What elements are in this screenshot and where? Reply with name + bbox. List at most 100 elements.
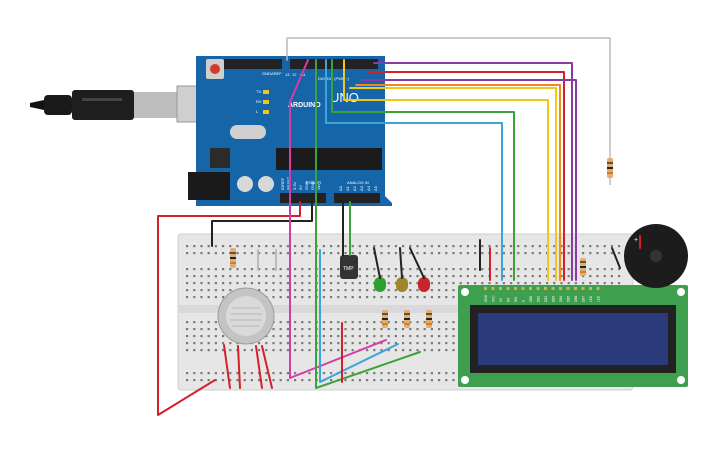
breadboard-hole[interactable] [610, 245, 613, 248]
breadboard-hole[interactable] [294, 342, 297, 345]
breadboard-hole[interactable] [193, 282, 196, 285]
breadboard-hole[interactable] [229, 349, 232, 352]
breadboard-hole[interactable] [243, 268, 246, 271]
breadboard-hole[interactable] [344, 379, 347, 382]
wire-pink[interactable] [289, 59, 387, 379]
breadboard-hole[interactable] [243, 379, 246, 382]
breadboard-hole[interactable] [394, 335, 397, 338]
breadboard-hole[interactable] [409, 275, 412, 278]
breadboard-hole[interactable] [322, 245, 325, 248]
breadboard-hole[interactable] [589, 268, 592, 271]
breadboard-hole[interactable] [229, 268, 232, 271]
breadboard-hole[interactable] [402, 321, 405, 324]
breadboard-hole[interactable] [200, 372, 203, 375]
breadboard-hole[interactable] [452, 335, 455, 338]
breadboard-hole[interactable] [560, 282, 563, 285]
breadboard-hole[interactable] [258, 252, 261, 255]
breadboard-hole[interactable] [265, 252, 268, 255]
breadboard-hole[interactable] [596, 252, 599, 255]
lcd-pin[interactable] [551, 287, 555, 290]
breadboard-hole[interactable] [452, 372, 455, 375]
breadboard-hole[interactable] [394, 289, 397, 292]
breadboard-hole[interactable] [207, 275, 210, 278]
breadboard-hole[interactable] [286, 342, 289, 345]
breadboard-hole[interactable] [214, 252, 217, 255]
breadboard-hole[interactable] [193, 268, 196, 271]
breadboard-hole[interactable] [222, 342, 225, 345]
wire-red-d[interactable] [367, 71, 565, 281]
breadboard-hole[interactable] [337, 282, 340, 285]
breadboard-hole[interactable] [510, 275, 513, 278]
breadboard-hole[interactable] [258, 379, 261, 382]
breadboard-hole[interactable] [330, 349, 333, 352]
breadboard-hole[interactable] [366, 275, 369, 278]
breadboard-hole[interactable] [603, 282, 606, 285]
breadboard-hole[interactable] [258, 349, 261, 352]
breadboard-hole[interactable] [387, 321, 390, 324]
breadboard-hole[interactable] [466, 252, 469, 255]
breadboard-hole[interactable] [560, 245, 563, 248]
breadboard-hole[interactable] [366, 296, 369, 299]
temperature-sensor-tmp36[interactable]: TMP [340, 255, 358, 279]
breadboard-hole[interactable] [186, 379, 189, 382]
breadboard-hole[interactable] [294, 296, 297, 299]
breadboard-hole[interactable] [366, 252, 369, 255]
wire-red-gas2[interactable] [237, 345, 241, 389]
breadboard-hole[interactable] [214, 372, 217, 375]
breadboard-hole[interactable] [351, 245, 354, 248]
breadboard-hole[interactable] [394, 282, 397, 285]
breadboard-hole[interactable] [265, 342, 268, 345]
breadboard-hole[interactable] [308, 296, 311, 299]
breadboard-hole[interactable] [322, 372, 325, 375]
breadboard-hole[interactable] [344, 252, 347, 255]
breadboard-hole[interactable] [236, 275, 239, 278]
breadboard-hole[interactable] [567, 245, 570, 248]
breadboard-hole[interactable] [394, 321, 397, 324]
resistor-3[interactable] [404, 310, 410, 328]
breadboard-hole[interactable] [438, 252, 441, 255]
breadboard-hole[interactable] [546, 282, 549, 285]
breadboard-hole[interactable] [409, 282, 412, 285]
breadboard-hole[interactable] [279, 252, 282, 255]
breadboard-hole[interactable] [258, 282, 261, 285]
wire-red-gas4[interactable] [261, 345, 273, 389]
breadboard-hole[interactable] [459, 275, 462, 278]
breadboard-hole[interactable] [430, 275, 433, 278]
breadboard-hole[interactable] [618, 245, 621, 248]
breadboard-hole[interactable] [186, 275, 189, 278]
breadboard-hole[interactable] [373, 349, 376, 352]
breadboard-hole[interactable] [322, 282, 325, 285]
breadboard-hole[interactable] [193, 245, 196, 248]
breadboard-hole[interactable] [589, 282, 592, 285]
breadboard-hole[interactable] [459, 282, 462, 285]
breadboard-hole[interactable] [366, 372, 369, 375]
breadboard-hole[interactable] [207, 342, 210, 345]
resistor-5[interactable] [580, 258, 586, 276]
breadboard-hole[interactable] [445, 335, 448, 338]
breadboard-hole[interactable] [531, 282, 534, 285]
breadboard-hole[interactable] [574, 282, 577, 285]
breadboard-hole[interactable] [243, 282, 246, 285]
breadboard-hole[interactable] [207, 268, 210, 271]
breadboard-hole[interactable] [193, 321, 196, 324]
breadboard-hole[interactable] [394, 379, 397, 382]
breadboard-hole[interactable] [186, 245, 189, 248]
breadboard-hole[interactable] [596, 245, 599, 248]
breadboard-hole[interactable] [344, 372, 347, 375]
breadboard-hole[interactable] [488, 282, 491, 285]
breadboard-hole[interactable] [553, 268, 556, 271]
breadboard-hole[interactable] [358, 379, 361, 382]
breadboard-hole[interactable] [330, 321, 333, 324]
wire-green-a[interactable] [315, 59, 421, 389]
breadboard-hole[interactable] [344, 289, 347, 292]
breadboard-hole[interactable] [452, 328, 455, 331]
breadboard-hole[interactable] [250, 349, 253, 352]
wire-yellow-1[interactable] [349, 87, 557, 281]
breadboard-hole[interactable] [214, 342, 217, 345]
breadboard-hole[interactable] [214, 275, 217, 278]
breadboard-hole[interactable] [193, 335, 196, 338]
wire-purple-2[interactable] [361, 79, 577, 281]
breadboard-hole[interactable] [351, 328, 354, 331]
breadboard-hole[interactable] [394, 245, 397, 248]
